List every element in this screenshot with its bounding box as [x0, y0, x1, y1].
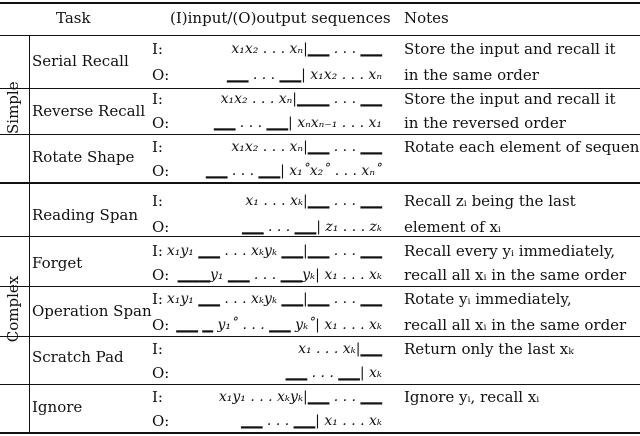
output-sequence: ▁▁ . . . ▁▁| z₁ . . . zₖ — [241, 219, 382, 235]
notes-line: element of xᵢ — [404, 218, 501, 236]
top-rule — [0, 2, 640, 4]
input-label: I: — [152, 40, 163, 58]
input-sequence: x₁x₂ . . . xₙ|▁▁▁ . . . ▁▁ — [220, 91, 382, 107]
header-rule — [0, 35, 640, 36]
row-rule — [0, 336, 640, 337]
input-sequence: x₁ . . . xₖ|▁▁ . . . ▁▁ — [245, 193, 382, 209]
input-sequence: x₁y₁ ▁▁ . . . xₖyₖ ▁▁|▁▁ . . . ▁▁ — [166, 243, 382, 259]
row-rule — [0, 286, 640, 287]
group-label-simple: Simple — [4, 81, 22, 134]
input-label: I: — [152, 138, 163, 156]
output-sequence: ▁▁▁y₁ ▁▁ . . . ▁▁yₖ| x₁ . . . xₖ — [177, 267, 382, 283]
bottom-rule — [0, 432, 640, 434]
header-sequences: (I)input/(O)output sequences — [170, 9, 391, 27]
input-label: I: — [152, 340, 163, 358]
header-notes: Notes — [404, 9, 449, 27]
output-label: O: — [152, 364, 170, 382]
output-sequence: ▁▁ . . . ▁▁| x₁x₂ . . . xₙ — [226, 67, 382, 83]
task-name: Ignore — [32, 398, 83, 416]
notes-line: Store the input and recall it — [404, 40, 616, 58]
input-label: I: — [152, 290, 163, 308]
output-label: O: — [152, 162, 170, 180]
input-label: I: — [152, 192, 163, 210]
notes-line: recall all xᵢ in the same order — [404, 266, 627, 284]
row-rule — [0, 384, 640, 385]
notes-line: Rotate each element of sequence — [404, 138, 640, 156]
row-rule — [0, 236, 640, 237]
output-sequence: ▁▁ ▁ y₁˚ . . . ▁▁ yₖ˚| x₁ . . . xₖ — [176, 317, 382, 333]
input-sequence: x₁x₂ . . . xₙ|▁▁ . . . ▁▁ — [231, 41, 382, 57]
output-label: O: — [152, 266, 170, 284]
header-task: Task — [56, 9, 91, 27]
notes-line: Recall every yᵢ immediately, — [404, 242, 616, 260]
group-label-complex: Complex — [4, 275, 22, 343]
output-sequence: ▁▁ . . . ▁▁| xₖ — [285, 365, 382, 381]
input-sequence: x₁y₁ . . . xₖyₖ|▁▁ . . . ▁▁ — [218, 389, 382, 405]
output-label: O: — [152, 66, 170, 84]
input-sequence: x₁x₂ . . . xₙ|▁▁ . . . ▁▁ — [231, 139, 382, 155]
output-sequence: ▁▁ . . . ▁▁| x₁ . . . xₖ — [240, 413, 382, 429]
task-name: Reading Span — [32, 206, 139, 224]
notes-line: Recall zᵢ being the last — [404, 192, 576, 210]
notes-line: in the same order — [404, 66, 539, 84]
output-sequence: ▁▁ . . . ▁▁| x₁˚x₂˚ . . . xₙ˚ — [205, 163, 382, 179]
group-rule — [0, 182, 640, 184]
row-rule — [0, 88, 640, 89]
task-name: Rotate Shape — [32, 148, 135, 166]
output-label: O: — [152, 412, 170, 430]
output-sequence: ▁▁ . . . ▁▁| xₙxₙ₋₁ . . . x₁ — [213, 115, 382, 131]
notes-line: in the reversed order — [404, 114, 566, 132]
group-divider — [29, 36, 30, 433]
notes-line: recall all xᵢ in the same order — [404, 316, 627, 334]
task-name: Scratch Pad — [32, 348, 124, 366]
output-label: O: — [152, 316, 170, 334]
output-label: O: — [152, 218, 170, 236]
notes-line: Ignore yᵢ, recall xᵢ — [404, 388, 540, 406]
notes-line: Return only the last xₖ — [404, 340, 574, 358]
task-name: Operation Span — [32, 302, 152, 320]
task-name: Serial Recall — [32, 52, 129, 70]
notes-line: Store the input and recall it — [404, 90, 616, 108]
input-sequence: x₁y₁ ▁▁ . . . xₖyₖ ▁▁|▁▁ . . . ▁▁ — [166, 291, 382, 307]
task-name: Reverse Recall — [32, 102, 146, 120]
notes-line: Rotate yᵢ immediately, — [404, 290, 572, 308]
input-sequence: x₁ . . . xₖ|▁▁ — [298, 341, 382, 357]
input-label: I: — [152, 242, 163, 260]
input-label: I: — [152, 388, 163, 406]
task-name: Forget — [32, 254, 83, 272]
input-label: I: — [152, 90, 163, 108]
row-rule — [0, 134, 640, 135]
output-label: O: — [152, 114, 170, 132]
